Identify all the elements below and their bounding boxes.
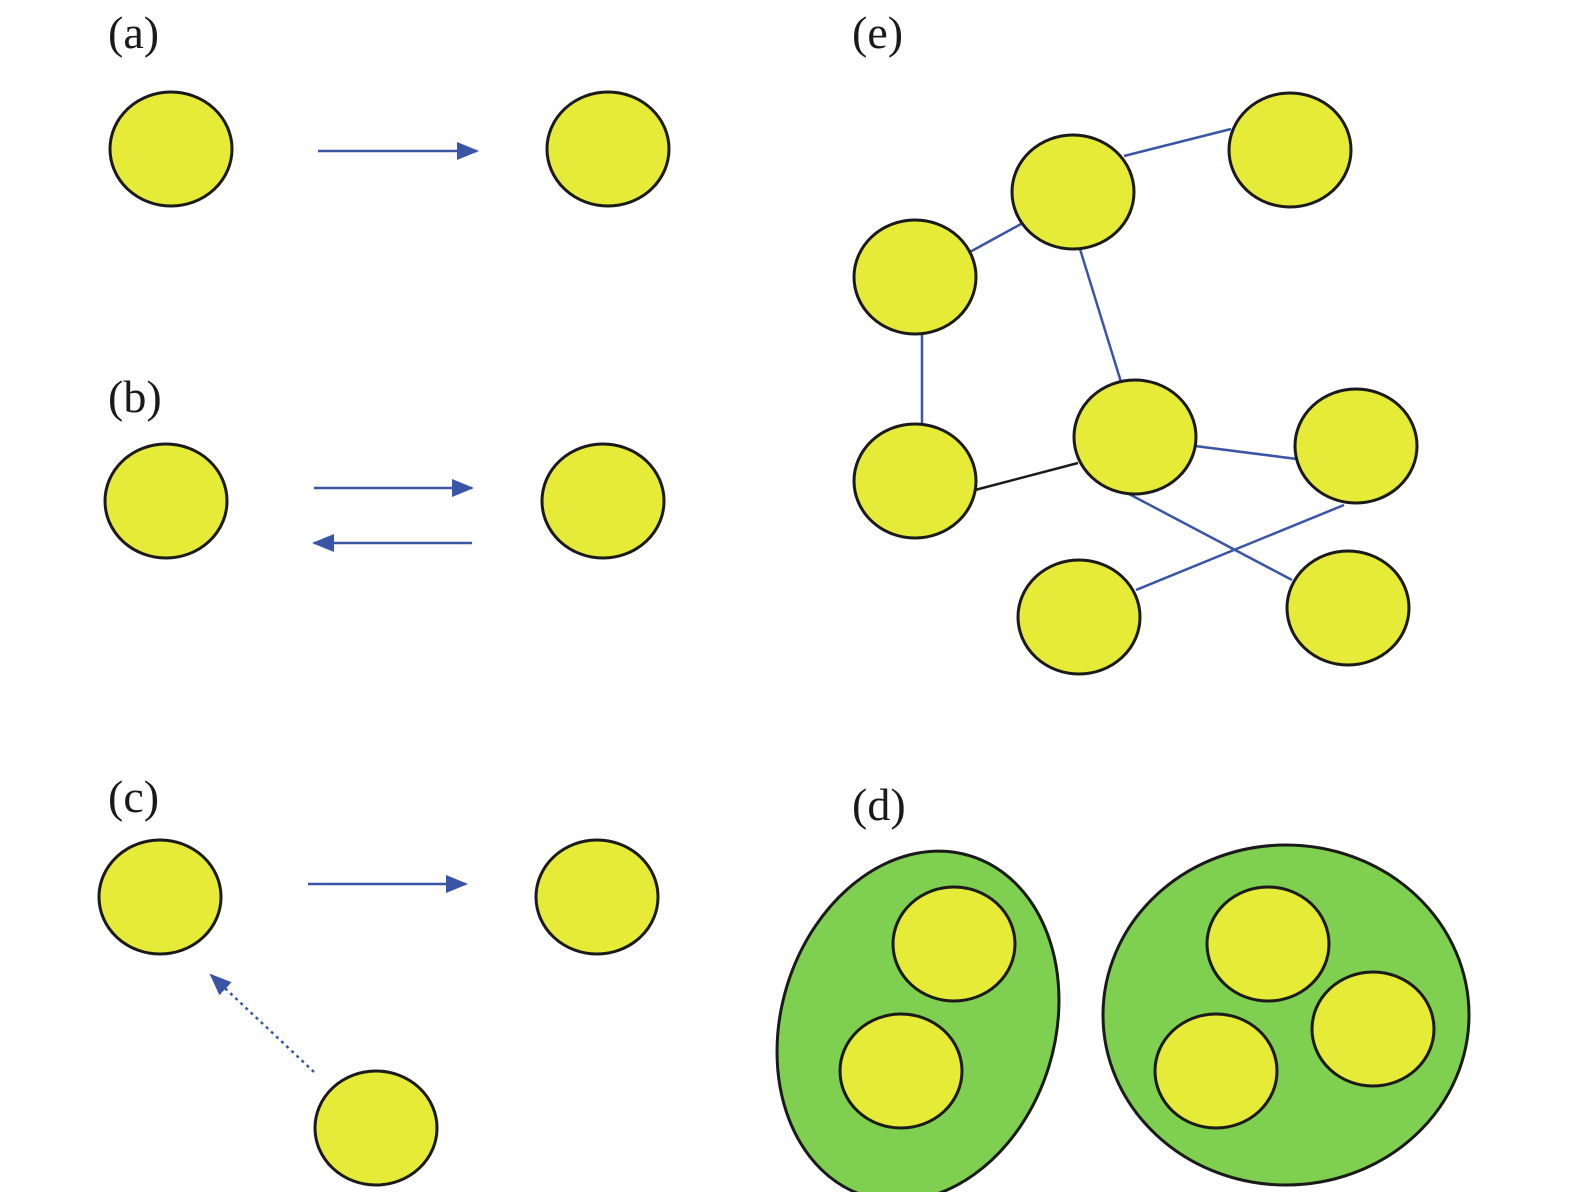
node-e-4	[852, 422, 978, 540]
node-c-influencer	[313, 1069, 439, 1187]
node-d-right-2	[1310, 970, 1436, 1088]
node-c-target	[534, 838, 660, 956]
node-e-7	[1016, 558, 1142, 676]
node-b-left	[103, 442, 229, 560]
panel-d	[775, 843, 1471, 1192]
node-d-right-1	[1205, 885, 1331, 1003]
node-e-5	[1072, 378, 1198, 496]
panel-label-c: (c)	[108, 771, 159, 822]
panel-e	[852, 91, 1419, 676]
edge-e-3	[1078, 248, 1123, 383]
arrow-c-dotted	[209, 973, 315, 1073]
panel-label-d: (d)	[852, 779, 906, 830]
panel-label-b: (b)	[108, 371, 162, 422]
node-d-right-3	[1153, 1012, 1279, 1130]
edge-e-6	[1194, 444, 1298, 461]
panel-label-e: (e)	[852, 7, 903, 58]
node-e-2	[1227, 91, 1353, 209]
panel-c	[97, 838, 660, 1187]
edge-e-7	[1128, 492, 1293, 582]
node-e-6	[1293, 387, 1419, 505]
node-b-right	[540, 442, 666, 560]
edge-e-2	[967, 222, 1022, 255]
node-e-1	[1010, 133, 1136, 251]
panel-label-a: (a)	[108, 7, 159, 58]
node-e-8	[1285, 549, 1411, 667]
panel-a	[108, 90, 671, 208]
node-c-source	[97, 838, 223, 956]
edge-e-5	[974, 461, 1079, 492]
edge-e-1	[1123, 127, 1232, 158]
node-d-left-2	[838, 1012, 964, 1130]
node-d-left-1	[891, 885, 1017, 1003]
panel-b	[103, 442, 666, 560]
node-a-target	[545, 90, 671, 208]
group-d-left	[775, 849, 1061, 1192]
node-a-source	[108, 90, 234, 208]
edge-e-8	[1135, 503, 1345, 592]
node-e-3	[852, 218, 978, 336]
